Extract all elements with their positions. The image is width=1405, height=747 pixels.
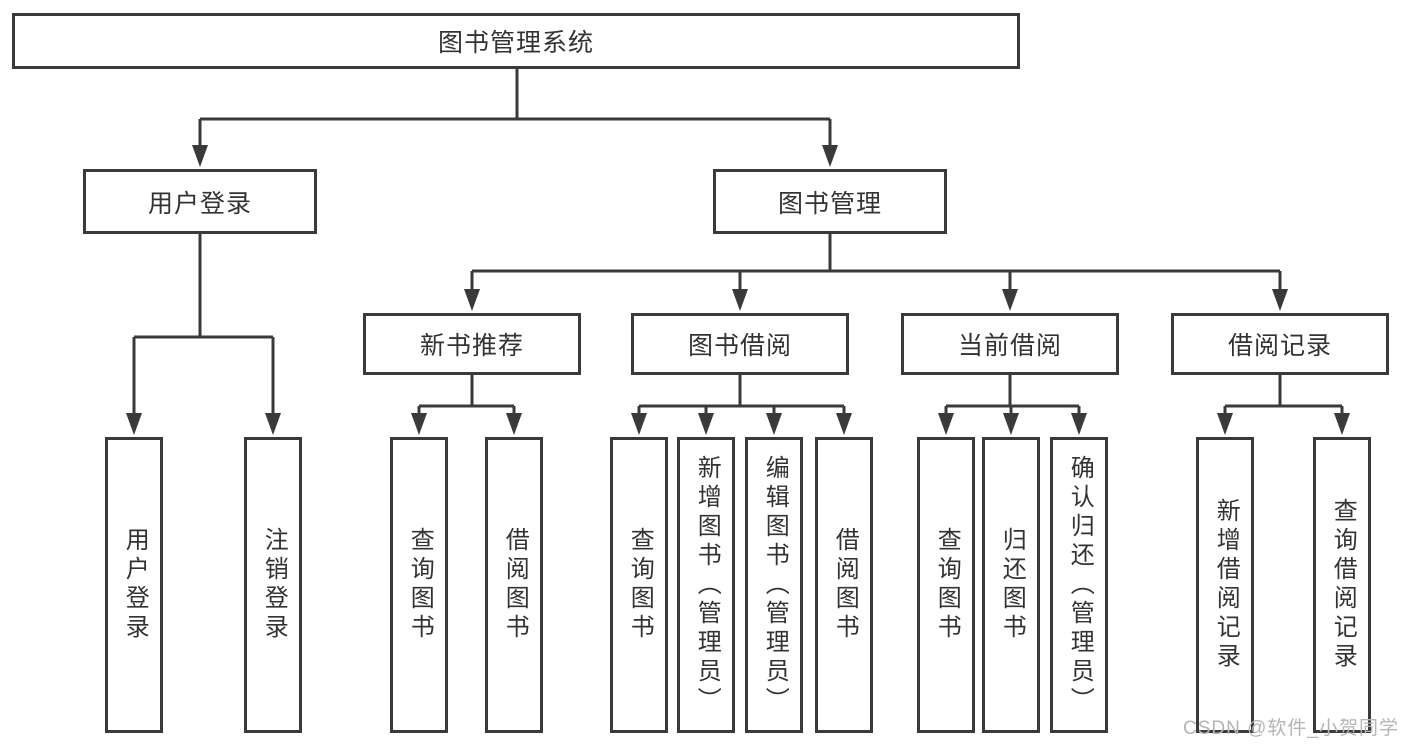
node-library-system-label: 图书管理系统 — [437, 29, 594, 57]
node-confirm-return-admin: 确认归还（管理员） — [1050, 437, 1108, 733]
node-current-borrowing-label: 当前借阅 — [957, 332, 1062, 360]
node-user-login: 用户登录 — [105, 437, 163, 733]
arrowhead-icon — [1217, 413, 1233, 435]
node-new-book-recommend: 新书推荐 — [363, 313, 581, 375]
arrowhead-icon — [836, 413, 852, 435]
node-query-borrow-record-label: 查询借阅记录 — [1329, 498, 1357, 672]
node-current-borrowing: 当前借阅 — [901, 313, 1119, 375]
node-borrow-books-recommend: 借阅图书 — [485, 437, 543, 733]
node-new-book-recommend-label: 新书推荐 — [419, 332, 524, 360]
node-query-borrow-record: 查询借阅记录 — [1313, 437, 1371, 733]
node-user-login-label: 用户登录 — [121, 527, 149, 643]
node-book-management: 图书管理 — [713, 169, 947, 234]
node-query-books-borrowing-label: 查询图书 — [626, 527, 654, 643]
arrowhead-icon — [506, 413, 522, 435]
node-query-books-recommend-label: 查询图书 — [406, 527, 434, 643]
node-book-borrowing-label: 图书借阅 — [687, 332, 792, 360]
node-borrow-books-recommend-label: 借阅图书 — [501, 527, 529, 643]
arrowhead-icon — [631, 413, 647, 435]
node-return-book-label: 归还图书 — [998, 527, 1026, 643]
node-query-books-recommend: 查询图书 — [390, 437, 448, 733]
node-library-system: 图书管理系统 — [12, 13, 1020, 69]
node-query-books-current: 查询图书 — [917, 437, 975, 733]
arrowhead-icon — [698, 413, 714, 435]
arrowhead-icon — [1334, 413, 1350, 435]
node-borrow-books: 借阅图书 — [815, 437, 873, 733]
arrowhead-icon — [126, 413, 142, 435]
node-return-book: 归还图书 — [982, 437, 1040, 733]
node-edit-book-admin-label: 编辑图书（管理员） — [761, 454, 789, 716]
arrowhead-icon — [192, 145, 208, 167]
node-edit-book-admin: 编辑图书（管理员） — [745, 437, 803, 733]
node-query-books-current-label: 查询图书 — [933, 527, 961, 643]
arrowhead-icon — [411, 413, 427, 435]
node-confirm-return-admin-label: 确认归还（管理员） — [1066, 454, 1094, 716]
node-borrowing-records: 借阅记录 — [1171, 313, 1389, 375]
arrowhead-icon — [938, 413, 954, 435]
node-query-books-borrowing: 查询图书 — [610, 437, 668, 733]
node-logout: 注销登录 — [244, 437, 302, 733]
node-user-login-group: 用户登录 — [83, 169, 317, 234]
arrowhead-icon — [1071, 413, 1087, 435]
csdn-watermark: CSDN @软件_小贺同学 — [1183, 718, 1399, 739]
node-logout-label: 注销登录 — [260, 527, 288, 643]
node-book-management-label: 图书管理 — [777, 189, 882, 218]
arrowhead-icon — [464, 289, 480, 311]
node-add-book-admin-label: 新增图书（管理员） — [693, 454, 721, 716]
node-add-borrow-record-label: 新增借阅记录 — [1212, 498, 1240, 672]
arrowhead-icon — [822, 145, 838, 167]
arrowhead-icon — [1002, 289, 1018, 311]
node-borrowing-records-label: 借阅记录 — [1227, 332, 1332, 360]
arrowhead-icon — [732, 289, 748, 311]
node-add-borrow-record: 新增借阅记录 — [1196, 437, 1254, 733]
node-user-login-group-label: 用户登录 — [147, 189, 252, 218]
arrowhead-icon — [766, 413, 782, 435]
node-book-borrowing: 图书借阅 — [631, 313, 849, 375]
node-borrow-books-label: 借阅图书 — [831, 527, 859, 643]
node-add-book-admin: 新增图书（管理员） — [677, 437, 735, 733]
arrowhead-icon — [1003, 413, 1019, 435]
arrowhead-icon — [265, 413, 281, 435]
arrowhead-icon — [1272, 289, 1288, 311]
